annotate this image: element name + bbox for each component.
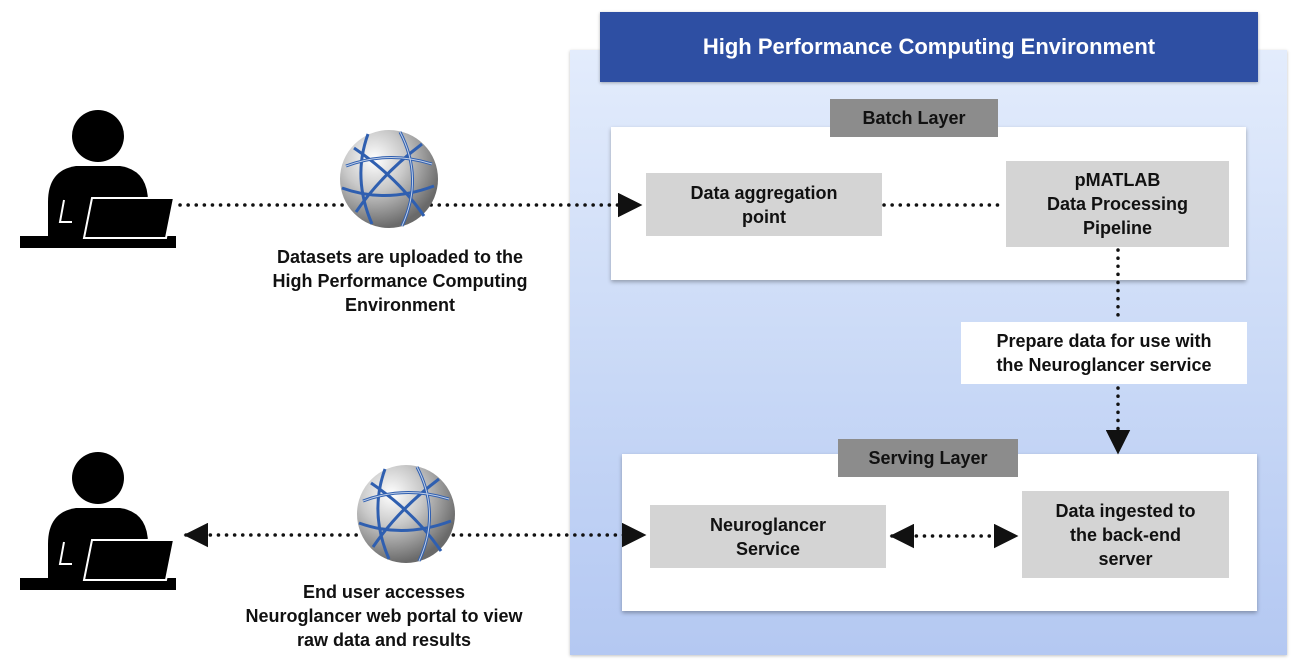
batch-layer-label: Batch Layer	[862, 107, 966, 128]
access-caption-line-3: raw data and results	[296, 630, 472, 650]
ingest-line-1: Data ingested to	[1055, 500, 1196, 521]
upload-caption-line-1: Datasets are uploaded to the	[276, 247, 524, 267]
user-laptop-icon	[20, 110, 176, 248]
ingest-line-2: the back-end	[1069, 524, 1182, 545]
batch-layer-tag: Batch Layer	[830, 99, 998, 137]
serving-layer-tag: Serving Layer	[838, 439, 1018, 477]
neuroglancer-line-1: Neuroglancer	[709, 514, 827, 535]
data-aggregation-node: Data aggregation point	[646, 173, 882, 236]
pmatlab-line-1: pMATLAB	[1074, 170, 1161, 190]
pmatlab-line-3: Pipeline	[1082, 218, 1153, 238]
serving-layer-label: Serving Layer	[868, 447, 988, 468]
globe-network-icon	[340, 130, 438, 228]
ingest-line-3: server	[1098, 548, 1153, 569]
prepare-line-1: Prepare data for use with	[996, 331, 1212, 351]
hpc-environment-title-text: High Performance Computing Environment	[702, 34, 1156, 59]
data-ingested-node: Data ingested to the back-end server	[1022, 491, 1229, 578]
pmatlab-line-2: Data Processing	[1046, 194, 1189, 214]
upload-caption-line-2: High Performance Computing	[272, 271, 528, 291]
neuroglancer-line-2: Service	[735, 538, 801, 559]
data-aggregation-label: Data aggregation point	[690, 182, 838, 227]
pmatlab-pipeline-node: pMATLAB Data Processing Pipeline	[1006, 161, 1229, 247]
upload-caption: Datasets are uploaded to the High Perfor…	[240, 245, 560, 317]
access-caption-line-2: Neuroglancer web portal to view	[245, 606, 523, 626]
access-caption-line-1: End user accesses	[302, 582, 466, 602]
globe-network-icon	[357, 465, 455, 563]
neuroglancer-service-node: Neuroglancer Service	[650, 505, 886, 568]
prepare-line-2: the Neuroglancer service	[996, 355, 1212, 375]
user-laptop-icon	[20, 452, 176, 590]
access-caption: End user accesses Neuroglancer web porta…	[212, 580, 556, 652]
prepare-data-label: Prepare data for use with the Neuroglanc…	[961, 322, 1247, 384]
hpc-environment-title: High Performance Computing Environment	[600, 12, 1258, 82]
upload-caption-line-3: Environment	[344, 295, 455, 315]
